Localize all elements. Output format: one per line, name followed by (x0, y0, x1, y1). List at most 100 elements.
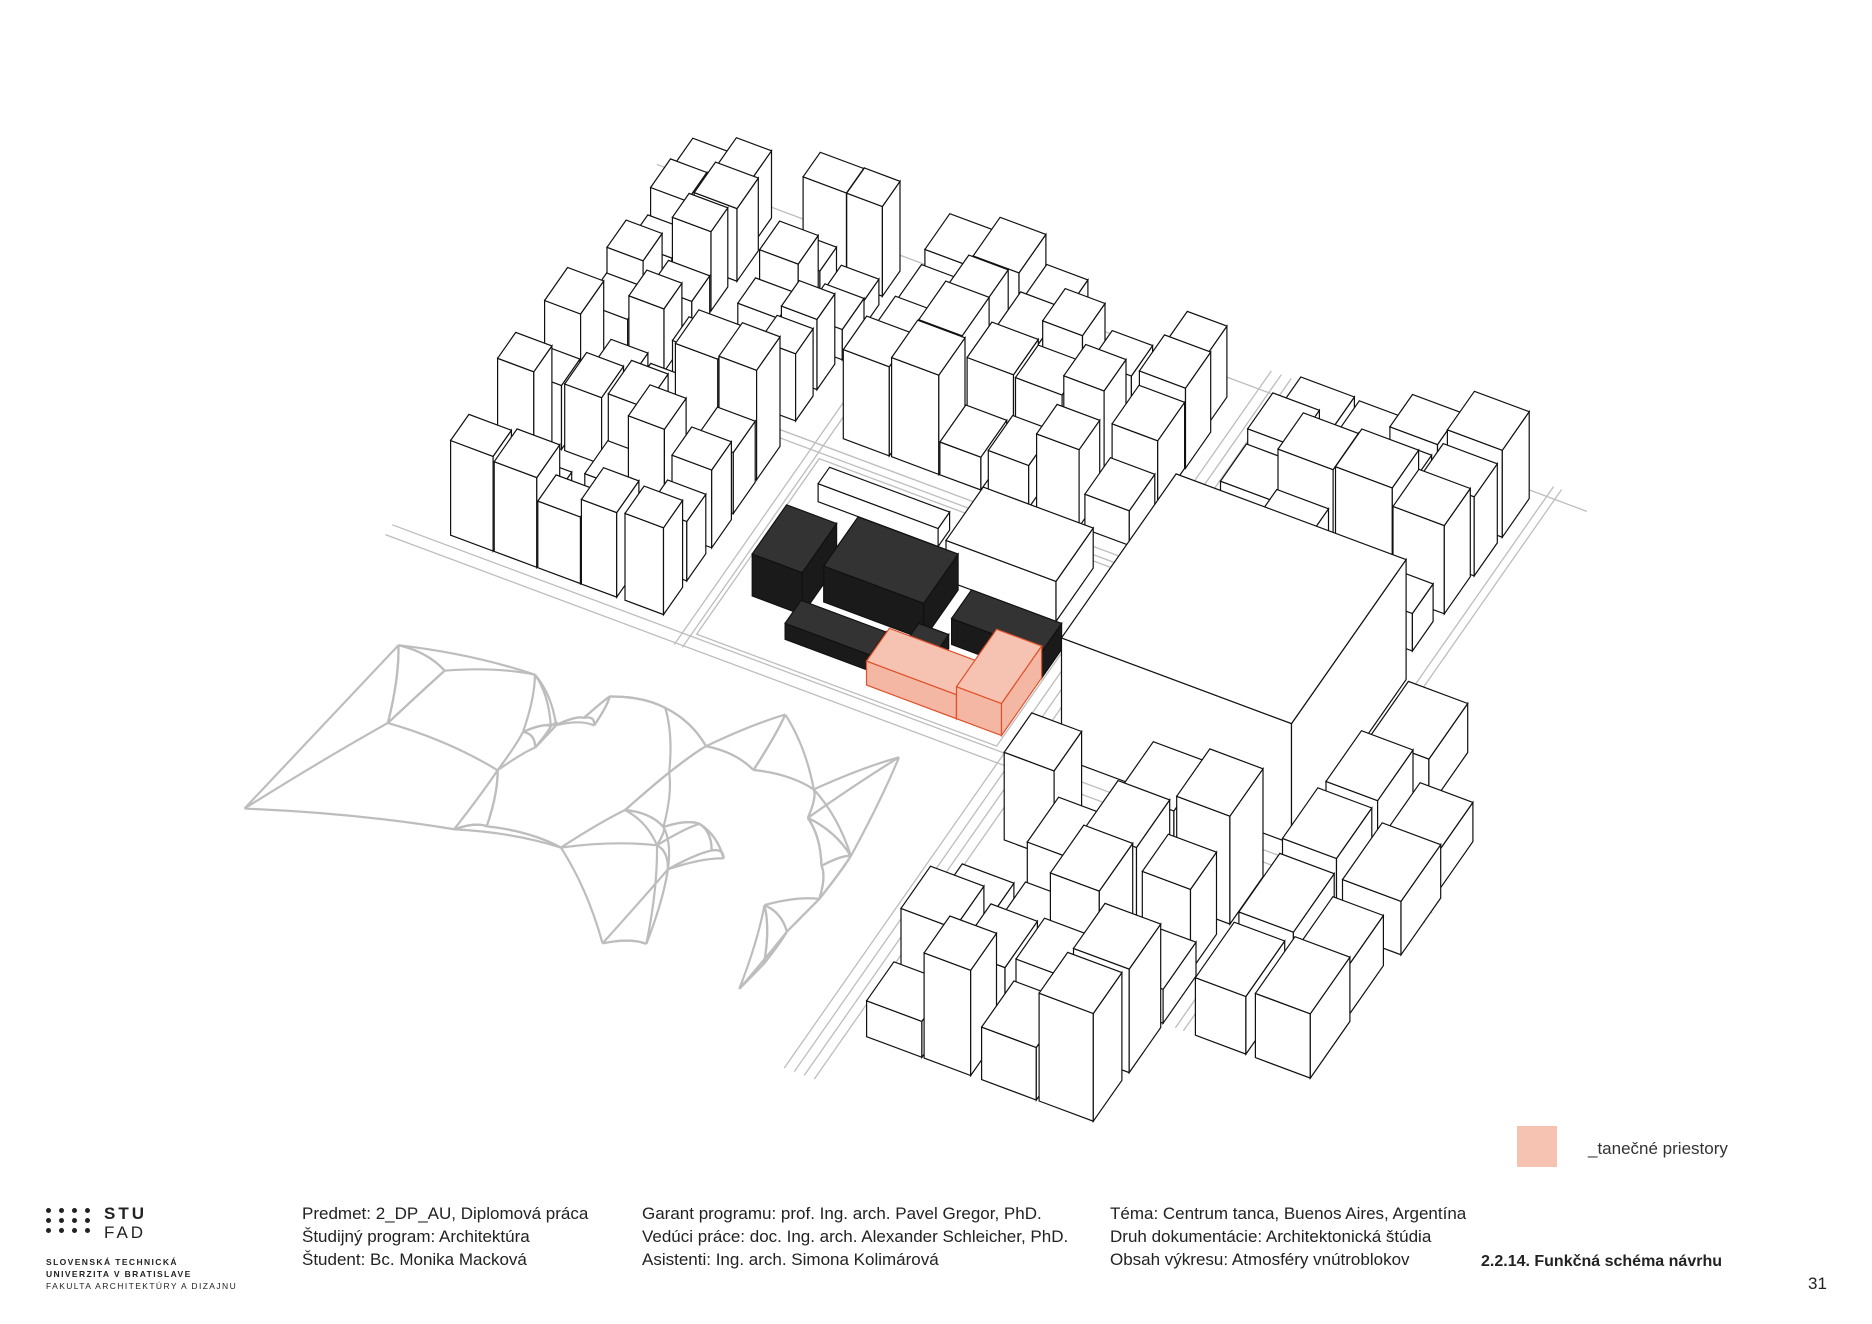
park-path (762, 904, 769, 964)
building (1083, 456, 1156, 548)
park-path (624, 808, 665, 828)
park-path (522, 674, 537, 733)
park-path (806, 817, 823, 866)
park-path (453, 823, 488, 831)
footer-topic-info: Téma: Centrum tanca, Buenos Aires, Argen… (1110, 1202, 1466, 1271)
building-roof (1038, 951, 1123, 1015)
building-roof (606, 219, 664, 262)
building-roof (671, 192, 729, 233)
park-path (534, 673, 552, 727)
building-roof (1060, 473, 1408, 725)
building (1175, 748, 1264, 927)
park-path (818, 865, 825, 900)
footer-drawing-content: Obsah výkresu: Atmosféry vnútroblokov (1110, 1250, 1410, 1269)
building-roof (1194, 921, 1286, 998)
footer-program: Študijný program: Architektúra (302, 1227, 530, 1246)
park-path (534, 724, 557, 749)
park-path (807, 756, 900, 819)
building-roof (1446, 390, 1531, 452)
park-path (667, 849, 712, 871)
park-path (560, 846, 604, 944)
logo-org-2: UNIVERZITA V BRATISLAVE (46, 1269, 192, 1279)
park-paths (243, 644, 901, 990)
building-roof (845, 167, 901, 208)
park-path (387, 669, 446, 724)
building-roof (966, 321, 1040, 376)
footer-student: Študent: Bc. Monika Macková (302, 1250, 527, 1269)
building-roof (1111, 384, 1186, 442)
park-path (656, 822, 700, 847)
park-path (764, 904, 788, 932)
park-path (849, 756, 901, 857)
footer-topic: Téma: Centrum tanca, Buenos Aires, Argen… (1110, 1204, 1467, 1223)
footer-supervisors: Garant programu: prof. Ing. arch. Pavel … (642, 1202, 1068, 1271)
building-roof (627, 384, 688, 431)
park-path (560, 809, 626, 849)
building-roof (649, 158, 708, 202)
existing-building-dark (751, 504, 838, 617)
park-path (496, 746, 536, 772)
park-path (645, 845, 659, 945)
building-front-face (450, 439, 494, 552)
park-path (738, 904, 766, 990)
park-path (602, 939, 647, 945)
park-path (386, 645, 400, 724)
building-roof (972, 216, 1047, 274)
park-path (753, 768, 815, 791)
building-roof (955, 628, 1043, 705)
building-roof (938, 404, 1008, 458)
building-roof (1334, 428, 1420, 489)
park-path (243, 644, 400, 810)
footer-guarantor: Garant programu: prof. Ing. arch. Pavel … (642, 1204, 1042, 1223)
building-roof (607, 359, 670, 409)
building-roof (1281, 787, 1373, 860)
park-path (818, 855, 852, 900)
building-front-face (624, 512, 665, 616)
logo-fad: FAD (104, 1223, 147, 1242)
dance-space-building (955, 628, 1043, 738)
footer-subject: Predmet: 2_DP_AU, Diplomová práca (302, 1204, 589, 1223)
park-path (522, 723, 557, 733)
building-roof (627, 269, 683, 310)
building-roof (1175, 748, 1264, 817)
park-path (663, 821, 700, 828)
building-front-face (923, 952, 972, 1077)
legend-swatch-dance-spaces (1517, 1126, 1557, 1167)
building-roof (945, 486, 1095, 583)
park-path (738, 930, 788, 990)
park-path (485, 770, 499, 827)
park-path (560, 842, 658, 849)
park-path (534, 673, 558, 726)
existing-building-dark (822, 516, 960, 642)
park-path (656, 844, 670, 870)
building-roof (1237, 852, 1336, 933)
building (624, 485, 684, 617)
park-path (784, 713, 815, 790)
park-path (807, 816, 852, 857)
building-roof (1254, 935, 1351, 1015)
building-roof (1041, 287, 1106, 337)
park-path (664, 707, 672, 773)
park-path (820, 854, 852, 867)
park-path (705, 745, 755, 771)
park-path (645, 869, 670, 945)
page-number: 31 (1808, 1274, 1827, 1293)
park-path (398, 644, 536, 676)
park-path (705, 745, 755, 771)
park-path (386, 645, 400, 724)
building-roof (1003, 712, 1083, 772)
building-roof (1062, 343, 1127, 392)
building-front-face (580, 498, 618, 598)
building-roof (758, 220, 820, 265)
building-roof (1141, 833, 1218, 891)
building-roof (1035, 403, 1101, 451)
building-roof (671, 426, 733, 471)
park-path (583, 695, 611, 719)
park-path (486, 825, 562, 849)
logo-org-1: SLOVENSKÁ TECHNICKÁ (46, 1257, 178, 1267)
building-roof (1325, 729, 1414, 802)
building-front-face (1038, 992, 1094, 1123)
building-roof (822, 516, 960, 605)
building-roof (1072, 902, 1162, 970)
